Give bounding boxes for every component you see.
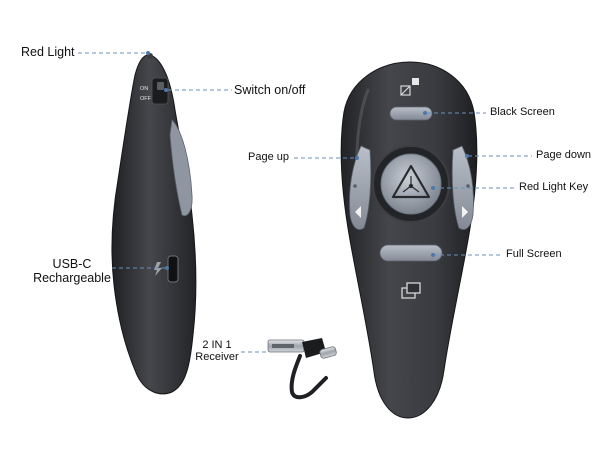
full-screen-button[interactable] [379,244,443,262]
black-screen-button[interactable] [389,106,433,121]
label-page-up: Page up [248,151,289,163]
black-screen-icon [400,78,419,96]
label-black-screen: Black Screen [490,106,555,118]
page-up-button[interactable] [349,145,372,230]
side-view-remote: ON OFF [111,53,197,395]
dot-full-screen [431,253,435,257]
charge-icon [154,262,162,276]
dot-page-up [355,156,359,160]
leader-lines [78,52,532,353]
front-view-remote [340,61,478,419]
usb-receiver [267,338,337,400]
leader-dots [146,51,469,270]
page-up-arrow-icon [355,206,361,218]
label-switch: Switch on/off [234,83,306,97]
laser-warning-icon [391,164,431,199]
label-usb-c-line2: Rechargeable [33,271,111,285]
page-down-arrow-icon [462,206,468,218]
dot-switch [164,88,168,92]
dot-red-light [146,51,150,55]
full-screen-icon [401,282,421,299]
label-red-light-key: Red Light Key [519,181,589,193]
side-switch-knob [157,82,164,90]
usb-c-port [167,255,179,283]
label-full-screen: Full Screen [506,248,562,260]
dot-usb-c [165,266,169,270]
label-page-down: Page down [536,149,592,161]
front-remote-body [340,61,478,419]
receiver-plug-slot [272,344,294,348]
label-receiver-line1: 2 IN 1 [202,339,232,351]
receiver-plug-c [319,346,337,359]
switch-off-text: OFF [140,96,152,102]
page-up-dot [353,184,357,188]
page-down-dot [466,184,470,188]
receiver-hook [289,354,328,400]
dot-red-light-key [431,186,435,190]
switch-on-text: ON [140,86,148,92]
label-usb-c-line1: USB-C [52,257,92,271]
label-receiver: 2 IN 1 Receiver [188,339,246,363]
label-usb-c: USB-C Rechargeable [30,257,114,285]
dot-page-down [465,154,469,158]
side-remote-grip [169,119,193,217]
dot-black-screen [423,111,427,115]
label-red-light: Red Light [21,45,75,59]
label-receiver-line2: Receiver [195,351,239,363]
side-remote-body [111,54,197,395]
